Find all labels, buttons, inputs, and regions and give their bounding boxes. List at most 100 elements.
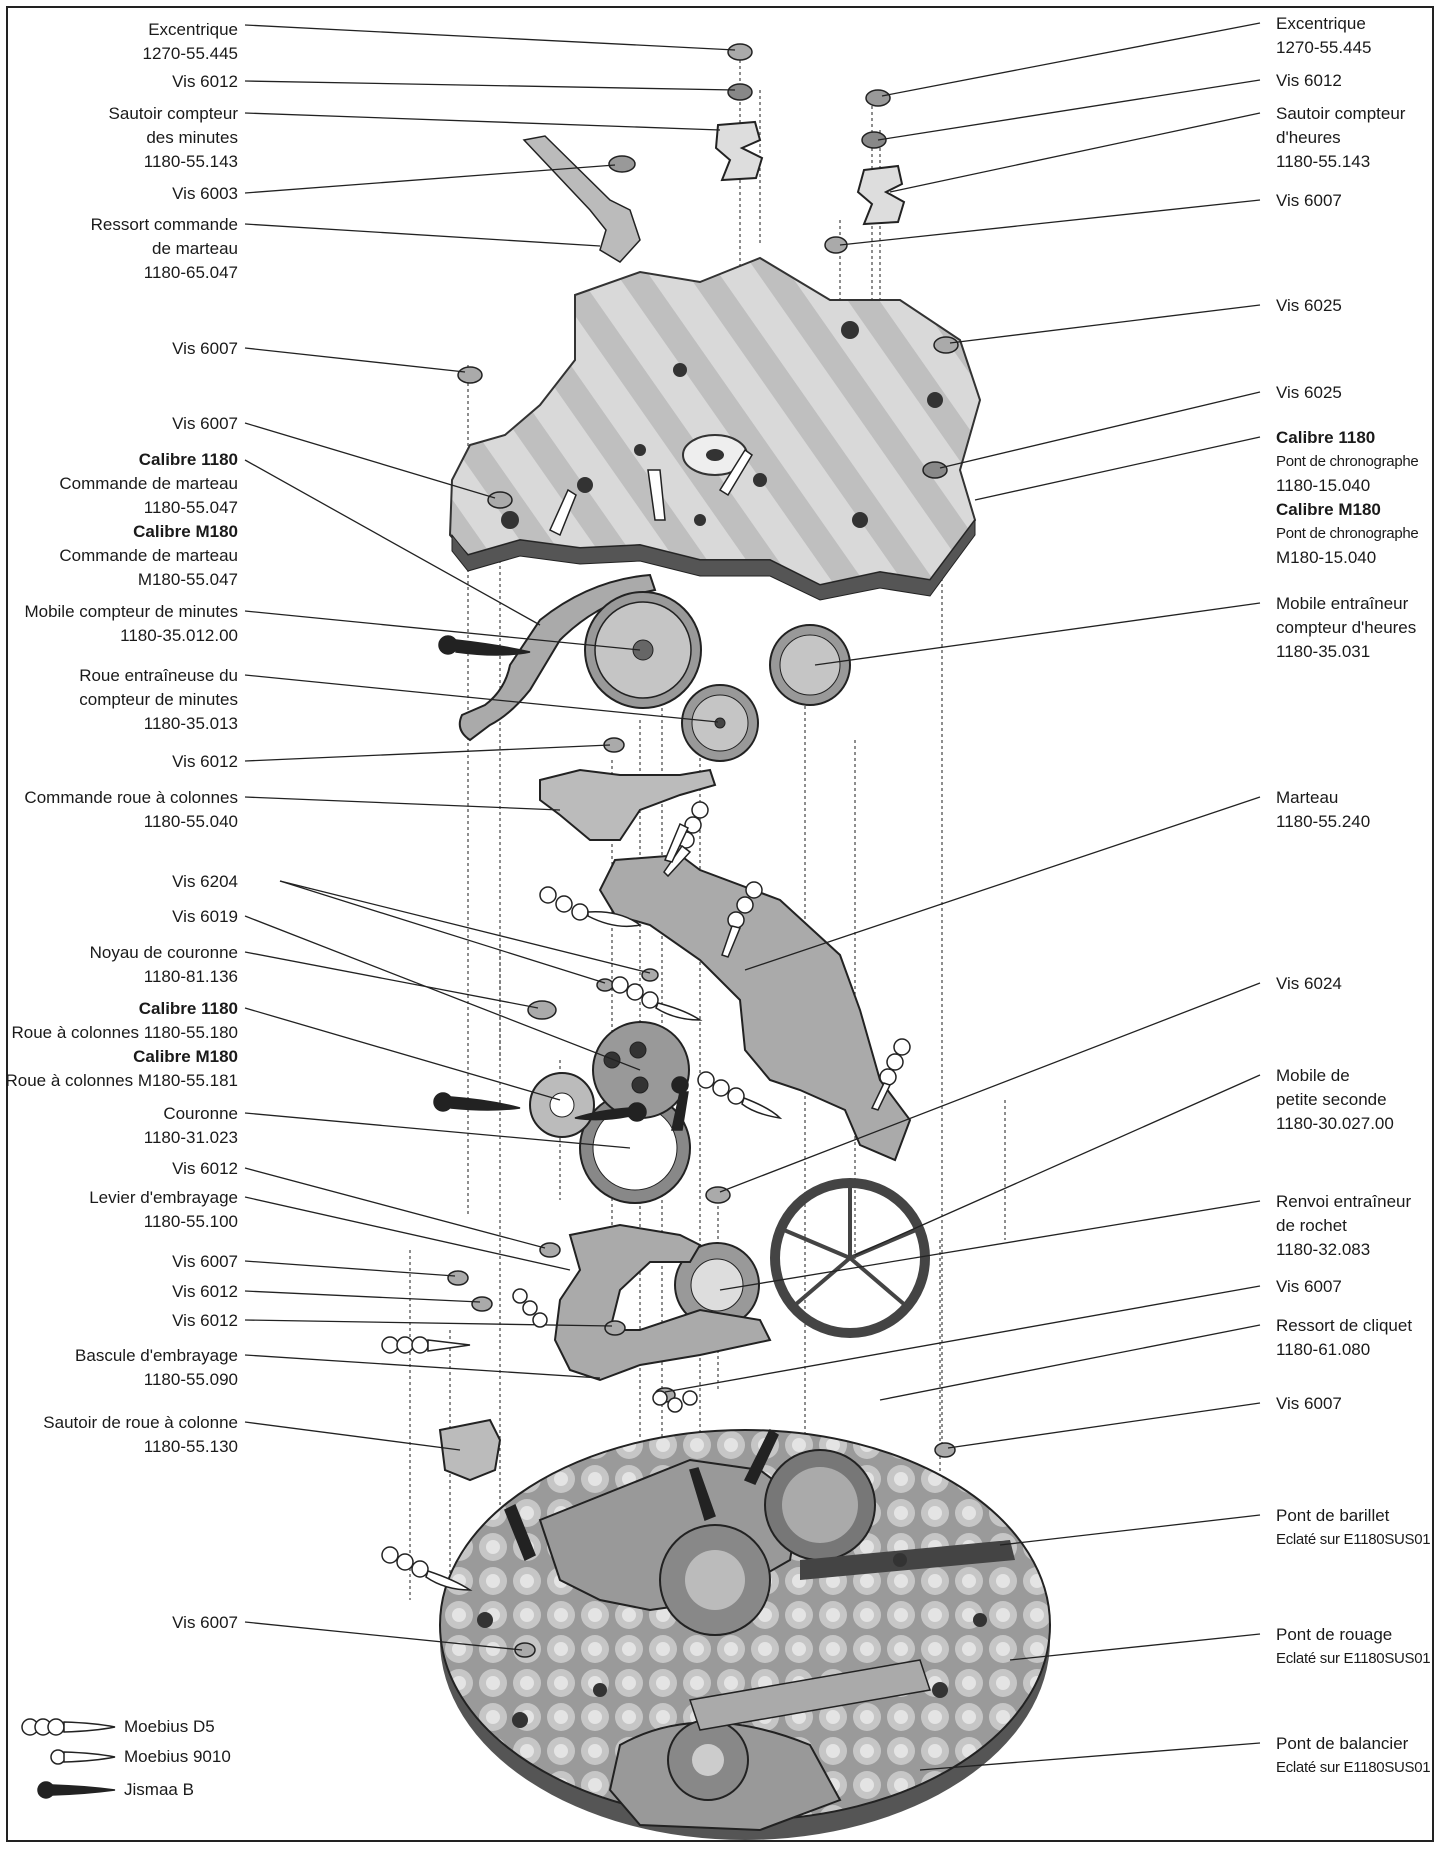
left-callout-label: Vis 6007 <box>172 412 238 436</box>
left-callout-label: Vis 6012 <box>172 1157 238 1181</box>
callout-line: Calibre 1180 <box>1276 428 1376 447</box>
callout-line: Vis 6007 <box>172 1613 238 1632</box>
callout-line: Calibre M180 <box>133 522 238 541</box>
callout-line: Noyau de couronne <box>89 943 238 962</box>
callout-line: Couronne <box>163 1104 238 1123</box>
callout-line: Levier d'embrayage <box>89 1188 238 1207</box>
callout-line: Eclaté sur E1180SUS01 <box>1276 1650 1431 1667</box>
right-callout-label: Marteau 1180-55.240 <box>1276 786 1370 834</box>
diagram-frame <box>6 6 1434 1842</box>
movement-base <box>439 1429 1051 1840</box>
callout-line: 1180-55.240 <box>1276 812 1371 831</box>
callout-line: Pont de chronographe <box>1276 525 1419 542</box>
callout-line: Vis 6007 <box>1276 1394 1342 1413</box>
callout-line: 1180-32.083 <box>1276 1240 1371 1259</box>
right-callout-label: Sautoir compteur d'heures 1180-55.143 <box>1276 102 1405 174</box>
callout-line: Bascule d'embrayage <box>75 1346 238 1365</box>
callout-line: Calibre 1180 <box>138 999 238 1018</box>
column-wheel-control <box>539 768 717 841</box>
callout-line: Mobile de <box>1276 1066 1350 1085</box>
callout-line: Roue entraîneuse du <box>79 666 238 685</box>
callout-line: Commande roue à colonnes <box>24 788 238 807</box>
callout-line: compteur d'heures <box>1276 618 1417 637</box>
callout-line: Vis 6007 <box>172 339 238 358</box>
callout-line: Pont de balancier <box>1276 1734 1409 1753</box>
callout-line: des minutes <box>146 128 238 147</box>
column-wheel-jumper <box>438 1418 502 1482</box>
callout-line: Calibre M180 <box>133 1047 238 1066</box>
callout-line: Commande de marteau <box>59 474 238 493</box>
left-callout-label: Vis 6204 <box>172 870 238 894</box>
left-callout-label: Vis 6012 <box>172 1280 238 1304</box>
callout-line: 1180-55.090 <box>143 1370 238 1389</box>
callout-line: 1180-15.040 <box>1276 476 1371 495</box>
callout-line: Commande de marteau <box>59 546 238 565</box>
callout-line: Calibre 1180 <box>138 450 238 469</box>
callout-line: 1180-61.080 <box>1276 1340 1371 1359</box>
legend-icons <box>21 1718 116 1799</box>
callout-line: 1180-55.143 <box>1276 152 1371 171</box>
callout-line: M180-55.047 <box>137 570 238 589</box>
callout-line: 1180-35.013 <box>143 714 238 733</box>
callout-line: Excentrique <box>148 20 238 39</box>
left-callout-label: Vis 6007 <box>172 1611 238 1635</box>
hammer-bar <box>598 853 912 1162</box>
left-callout-label: Roue entraîneuse du compteur de minutes 11… <box>79 664 238 736</box>
drop-icon <box>50 1749 116 1765</box>
right-callout-label: Vis 6024 <box>1276 972 1342 996</box>
right-callout-label: Vis 6007 <box>1276 189 1342 213</box>
callout-line: Renvoi entraîneur <box>1276 1192 1412 1211</box>
callout-line: Vis 6025 <box>1276 296 1342 315</box>
callout-line: Eclaté sur E1180SUS01 <box>1276 1759 1431 1776</box>
hammer-control-lever <box>458 573 657 742</box>
callout-line: compteur de minutes <box>79 690 238 709</box>
callout-line: Vis 6007 <box>172 1252 238 1271</box>
callout-line: Vis 6003 <box>172 184 238 203</box>
callout-line: de marteau <box>152 239 238 258</box>
clutch-lever <box>553 1223 772 1382</box>
left-callout-label: Vis 6003 <box>172 182 238 206</box>
callout-line: 1180-81.136 <box>143 967 238 986</box>
callout-line: Ressort commande <box>90 215 238 234</box>
callout-line: 1180-30.027.00 <box>1276 1114 1394 1133</box>
callout-line: Mobile compteur de minutes <box>24 602 238 621</box>
callout-line: 1180-55.143 <box>143 152 238 171</box>
three-circle-drop-icon <box>21 1718 116 1736</box>
callout-line: Roue à colonnes 1180-55.180 <box>11 1023 238 1042</box>
callout-line: Sautoir compteur <box>1276 104 1406 123</box>
callout-line: Eclaté sur E1180SUS01 <box>1276 1531 1431 1548</box>
callout-line: M180-15.040 <box>1276 548 1377 567</box>
callout-line: Vis 6012 <box>172 752 238 771</box>
filled-drop-icon <box>37 1781 116 1799</box>
callout-line: Vis 6007 <box>172 414 238 433</box>
callout-line: d'heures <box>1276 128 1341 147</box>
lubrication-markers <box>381 448 911 1591</box>
callout-line: Vis 6012 <box>172 1311 238 1330</box>
callout-line: 1180-35.031 <box>1276 642 1371 661</box>
callout-line: Marteau <box>1276 788 1339 807</box>
callout-line: Sautoir compteur <box>108 104 238 123</box>
legend-label: Moebius 9010 <box>124 1747 231 1766</box>
left-callout-label: Noyau de couronne 1180-81.136 <box>90 941 238 989</box>
right-callout-label: Vis 6007 <box>1276 1392 1342 1416</box>
right-callout-label: Vis 6025 <box>1276 381 1342 405</box>
top-small-parts <box>457 43 959 509</box>
callout-line: 1180-31.023 <box>143 1128 238 1147</box>
legend-label: Moebius D5 <box>124 1717 215 1736</box>
left-callout-label: Vis 6007 <box>172 1250 238 1274</box>
left-callout-label: Vis 6012 <box>172 70 238 94</box>
callout-line: 1180-55.130 <box>143 1437 238 1456</box>
